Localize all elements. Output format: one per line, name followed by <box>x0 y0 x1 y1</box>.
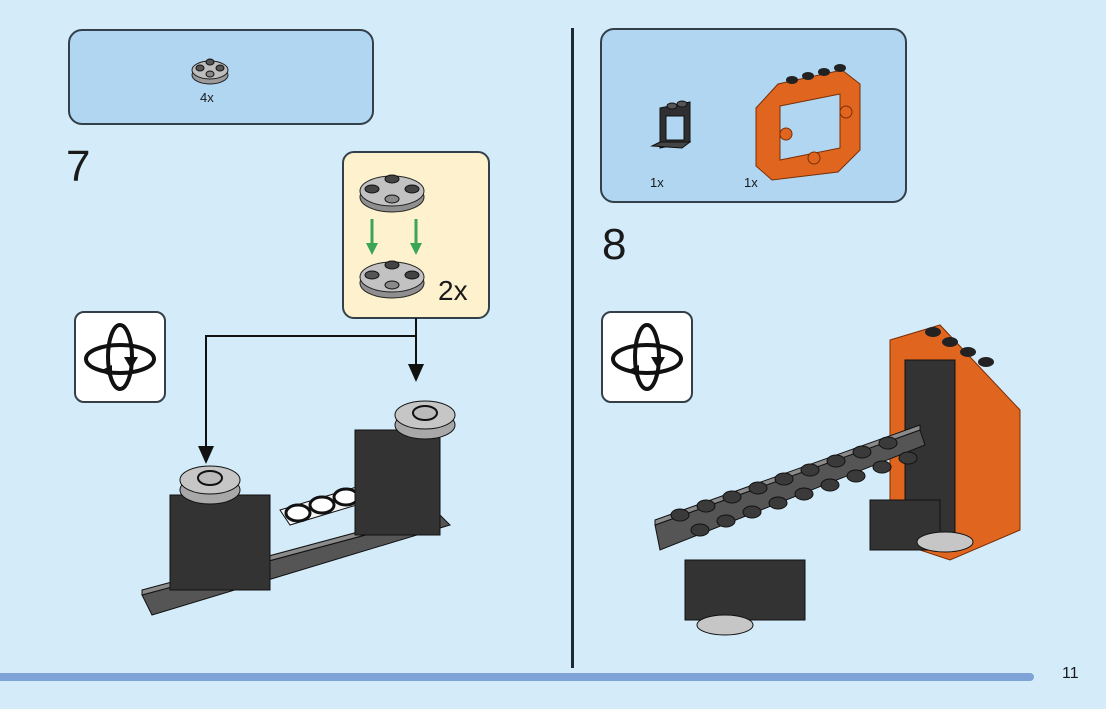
step8-model-illustration <box>654 324 1021 636</box>
step-divider <box>571 28 574 668</box>
studs <box>670 436 918 537</box>
rotate-model-icon <box>611 323 683 391</box>
sub-assembly-box: 2x <box>342 151 490 319</box>
rotate-model-icon <box>84 323 156 391</box>
sub-assembly-quantity: 2x <box>438 275 468 306</box>
round-plate-icon <box>191 58 229 85</box>
step8-parts-box: 1x 1x <box>600 28 907 203</box>
callout-arrows <box>198 318 424 464</box>
page-footer-bar <box>0 673 1034 681</box>
page-number: 11 <box>1062 665 1079 682</box>
orange-panel-frame-icon <box>755 64 861 181</box>
step-number: 8 <box>602 220 627 269</box>
part-quantity: 1x <box>650 175 664 190</box>
sub-assembly-illustration <box>359 174 425 299</box>
rotate-model-box <box>601 311 693 403</box>
window-frame-icon <box>650 100 692 149</box>
step7-parts-box: 4x <box>68 29 374 125</box>
part-quantity: 1x <box>744 175 758 190</box>
rotate-model-box <box>74 311 166 403</box>
step-number: 7 <box>66 142 91 191</box>
step7-model-illustration <box>141 400 456 616</box>
part-quantity: 4x <box>200 90 214 105</box>
